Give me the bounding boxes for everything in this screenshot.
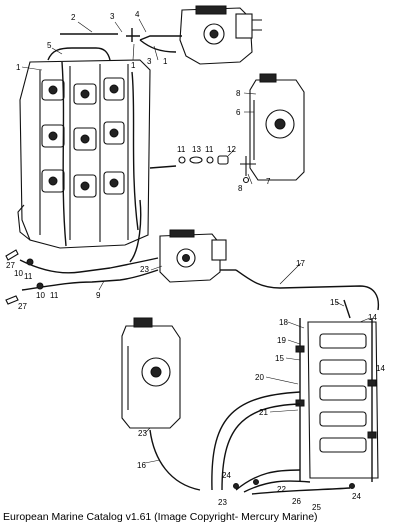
callout-9: 9	[96, 291, 101, 300]
callout-27: 27	[18, 302, 27, 311]
callout-19: 19	[277, 336, 286, 345]
callout-26: 26	[292, 497, 301, 506]
callout-4: 4	[135, 10, 140, 19]
callout-27: 27	[6, 261, 15, 270]
bottom-hoses	[149, 391, 355, 495]
callout-21: 21	[259, 408, 268, 417]
callout-6: 6	[236, 108, 241, 117]
engine-block	[17, 59, 151, 249]
callout-3: 3	[110, 12, 115, 21]
callout-10: 10	[36, 291, 45, 300]
callout-10: 10	[14, 269, 23, 278]
callout-1: 1	[163, 57, 168, 66]
left-fittings	[5, 249, 44, 305]
top-fuel-lines	[47, 28, 177, 61]
callout-11: 11	[177, 145, 186, 154]
callout-17: 17	[296, 259, 305, 268]
callout-24: 24	[222, 471, 231, 480]
callout-14: 14	[368, 313, 377, 322]
callout-15: 15	[330, 298, 339, 307]
callout-8: 8	[238, 184, 243, 193]
callout-7: 7	[266, 177, 271, 186]
fuel-rail-manifold	[295, 318, 379, 482]
lower-fuel-pump	[159, 229, 236, 283]
vapor-separator-tank-bottom	[121, 317, 181, 429]
callout-3: 3	[147, 57, 152, 66]
callout-1: 1	[16, 63, 21, 72]
vapor-separator-tank-right	[249, 73, 305, 181]
callout-2: 2	[71, 13, 76, 22]
hose-9	[19, 199, 159, 291]
top-fuel-pump	[139, 5, 262, 65]
callout-8: 8	[236, 89, 241, 98]
callout-25: 25	[312, 503, 321, 510]
callout-15: 15	[275, 354, 284, 363]
callout-11: 11	[24, 272, 33, 281]
callout-11: 11	[205, 145, 214, 154]
fitting-parts	[149, 155, 256, 184]
callout-20: 20	[255, 373, 264, 382]
hose-17	[235, 269, 380, 319]
callout-14: 14	[376, 364, 385, 373]
leader-lines	[21, 18, 371, 464]
callout-23: 23	[138, 429, 147, 438]
callout-labels: 1 2 3 4 5 3 1 1 8 6 11 13 11 12 7 8 23 2…	[6, 10, 385, 510]
callout-22: 22	[277, 485, 286, 494]
callout-13: 13	[192, 145, 201, 154]
image-caption: European Marine Catalog v1.61 (Image Cop…	[3, 511, 318, 523]
callout-23: 23	[140, 265, 149, 274]
callout-24: 24	[352, 492, 361, 501]
callout-16: 16	[137, 461, 146, 470]
fuel-system-exploded-diagram: 1 2 3 4 5 3 1 1 8 6 11 13 11 12 7 8 23 2…	[5, 5, 385, 510]
callout-5: 5	[47, 41, 52, 50]
callout-23: 23	[218, 498, 227, 507]
callout-1: 1	[131, 61, 136, 70]
callout-12: 12	[227, 145, 236, 154]
callout-18: 18	[279, 318, 288, 327]
callout-11: 11	[50, 291, 59, 300]
